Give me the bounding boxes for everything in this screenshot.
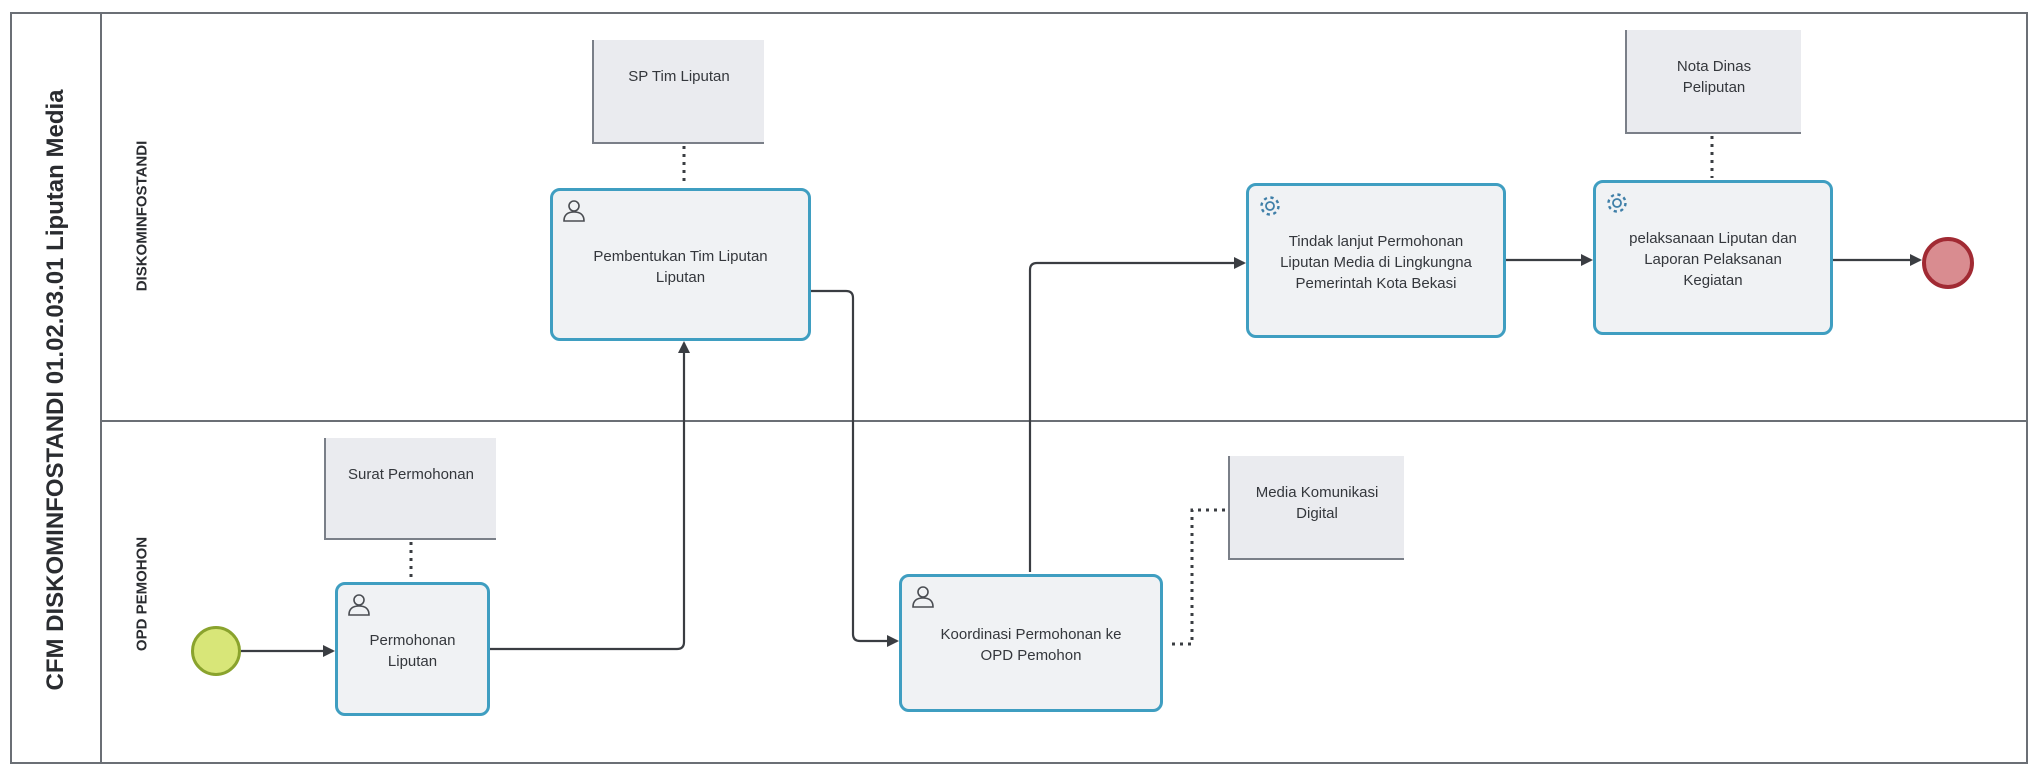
- user-icon: [563, 200, 585, 222]
- document-label: Nota Dinas Peliputan: [1676, 58, 1752, 96]
- flow-permohonan-to-pembentukan: [489, 341, 690, 651]
- gear-icon: [1607, 193, 1627, 213]
- document-media-komunikasi: Media Komunikasi Digital: [1228, 456, 1404, 560]
- document-label: Media Komunikasi Digital: [1255, 484, 1379, 522]
- end-event: [1922, 237, 1974, 289]
- task-label: pelaksanaan Liputan dan Laporan Pelaksan…: [1629, 230, 1797, 289]
- task-permohonan-liputan[interactable]: Permohonan Liputan: [335, 582, 490, 716]
- task-pembentukan-tim[interactable]: Pembentukan Tim Liputan Liputan: [550, 188, 811, 341]
- pool-header: [10, 12, 102, 764]
- lane-separator: [102, 420, 2028, 422]
- document-sp-tim-liputan: SP Tim Liputan: [592, 40, 764, 144]
- task-tindak-lanjut[interactable]: Tindak lanjut Permohonan Liputan Media d…: [1246, 183, 1506, 338]
- gear-icon: [1260, 196, 1280, 216]
- user-icon: [912, 586, 934, 608]
- start-event: [191, 626, 241, 676]
- association-media: [1172, 508, 1228, 646]
- task-koordinasi-permohonan[interactable]: Koordinasi Permohonan ke OPD Pemohon: [899, 574, 1163, 712]
- task-label: Permohonan Liputan: [369, 632, 456, 670]
- pool-frame: [10, 12, 2028, 764]
- user-icon: [348, 594, 370, 616]
- document-label: SP Tim Liputan: [628, 68, 730, 85]
- document-label: Surat Permohonan: [348, 466, 474, 483]
- document-nota-dinas: Nota Dinas Peliputan: [1625, 30, 1801, 134]
- flow-koordinasi-to-tindak-lanjut: [1028, 257, 1246, 572]
- document-surat-permohonan: Surat Permohonan: [324, 438, 496, 540]
- task-label: Tindak lanjut Permohonan Liputan Media d…: [1280, 233, 1472, 292]
- task-pelaksanaan-liputan[interactable]: pelaksanaan Liputan dan Laporan Pelaksan…: [1593, 180, 1833, 335]
- flow-pembentukan-to-koordinasi: [810, 289, 899, 647]
- task-label: Koordinasi Permohonan ke OPD Pemohon: [940, 626, 1122, 664]
- task-label: Pembentukan Tim Liputan Liputan: [593, 247, 768, 286]
